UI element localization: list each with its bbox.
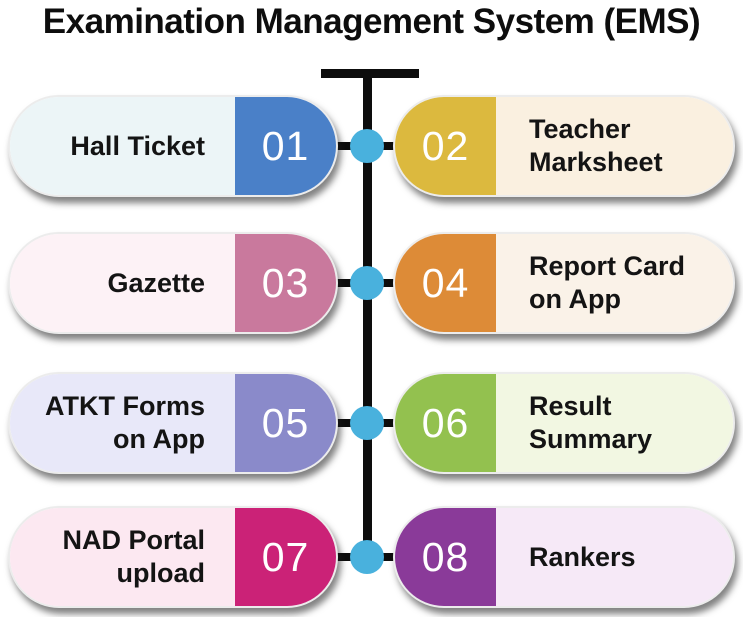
step-pill-gazette: Gazette 03 [8,232,338,334]
step-pill-result-summary: 06 Result Summary [393,372,735,474]
step-number: 04 [395,234,496,332]
timeline-dot-row-2 [350,266,384,300]
step-number: 05 [235,374,336,472]
step-pill-teacher-marksheet: 02 Teacher Marksheet [393,95,735,197]
step-label: Teacher Marksheet [496,97,733,195]
step-label: NAD Portal upload [10,508,235,606]
step-pill-hall-ticket: Hall Ticket 01 [8,95,338,197]
step-pill-atkt-forms-on-app: ATKT Forms on App 05 [8,372,338,474]
step-label: ATKT Forms on App [10,374,235,472]
timeline-dot-row-4 [350,540,384,574]
step-pill-rankers: 08 Rankers [393,506,735,608]
step-number: 06 [395,374,496,472]
step-pill-report-card-on-app: 04 Report Card on App [393,232,735,334]
step-label: Gazette [10,234,235,332]
step-label: Rankers [496,508,733,606]
step-number: 01 [235,97,336,195]
timeline-vertical-line [363,72,372,557]
step-number: 07 [235,508,336,606]
step-number: 08 [395,508,496,606]
step-label: Report Card on App [496,234,733,332]
timeline-dot-row-3 [350,406,384,440]
step-number: 03 [235,234,336,332]
diagram-title: Examination Management System (EMS) [42,2,701,41]
timeline-dot-row-1 [350,129,384,163]
step-label: Hall Ticket [10,97,235,195]
step-pill-nad-portal-upload: NAD Portal upload 07 [8,506,338,608]
step-label: Result Summary [496,374,733,472]
step-number: 02 [395,97,496,195]
